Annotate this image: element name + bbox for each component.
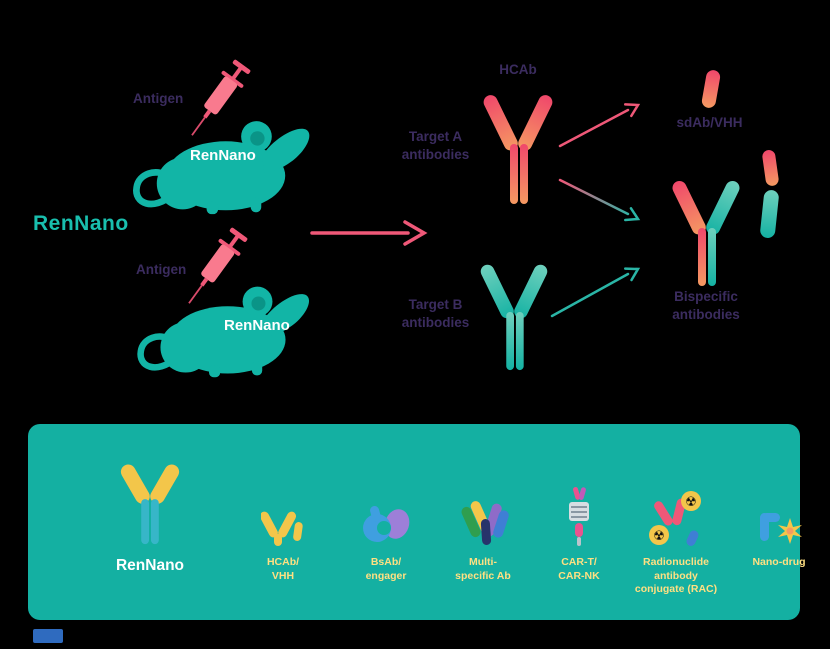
rennano-mouse-1 xyxy=(133,121,310,215)
syringe-icon xyxy=(188,227,248,304)
panel-item-car-t-car-nk: CAR-T/ CAR-NK xyxy=(524,458,634,583)
panel-label-nano-drug: Nano-drug xyxy=(752,556,806,568)
panel-label-multi-specific: Multi- specific Ab xyxy=(455,556,511,582)
mouse-2-label: RenNano xyxy=(224,317,290,334)
panel-label-hcab-vhh: HCAb/ VHH xyxy=(266,556,300,582)
vhh-fragment xyxy=(701,70,721,108)
vhh-label: sdAb/VHH xyxy=(676,115,743,130)
hcab-label: HCAb xyxy=(499,62,537,77)
target-a-label: Target A antibodies xyxy=(401,129,470,162)
bispecific-antibody xyxy=(672,180,740,286)
nano-drug-icon xyxy=(754,458,804,548)
panel-item-nano-drug: Nano-drug xyxy=(724,458,830,570)
hcab-vhh-icon xyxy=(261,458,305,548)
hcab-antibody-teal xyxy=(480,264,548,371)
antigen-label-2: Antigen xyxy=(136,262,187,277)
rennano-mouse-2 xyxy=(137,286,310,378)
bsab-engager-icon xyxy=(359,458,413,548)
mouse-1-label: RenNano xyxy=(190,147,256,164)
car-cell-icon xyxy=(557,458,601,548)
panel-label-car-t-car-nk: CAR-T/ CAR-NK xyxy=(558,556,600,582)
antibody-fragments xyxy=(760,150,779,238)
svg-text:☢: ☢ xyxy=(653,528,665,543)
hcab-antibody-pink xyxy=(483,95,553,204)
panel-label-bsab-engager: BsAb/ engager xyxy=(365,556,407,582)
svg-text:☢: ☢ xyxy=(685,494,697,509)
arrows-layer xyxy=(310,103,641,318)
antibody-icon xyxy=(112,458,188,548)
panel-item-rac: ☢ ☢ Radionuclide antibody conjugate (RAC… xyxy=(616,458,736,597)
antigen-label-1: Antigen xyxy=(133,91,184,106)
panel-item-hcab-vhh: HCAb/ VHH xyxy=(228,458,338,583)
target-b-label: Target B antibodies xyxy=(401,297,470,330)
panel-item-bsab-engager: BsAb/ engager xyxy=(331,458,441,583)
syringe-icon xyxy=(191,59,251,136)
panel-item-rennano: RenNano xyxy=(95,458,205,576)
multi-specific-ab-icon xyxy=(457,458,509,548)
panel-label-rennano: RenNano xyxy=(115,557,185,574)
platform-name-label: RenNano xyxy=(33,212,129,235)
logo-fragment xyxy=(33,629,63,643)
bispecific-label: Bispecific antibodies xyxy=(672,289,740,322)
panel-label-rac: Radionuclide antibody conjugate (RAC) xyxy=(634,556,718,596)
panel-item-multi-specific: Multi- specific Ab xyxy=(428,458,538,583)
radionuclide-conjugate-icon: ☢ ☢ xyxy=(646,458,706,548)
modality-panel: RenNano HCAb/ VHH xyxy=(28,424,806,620)
